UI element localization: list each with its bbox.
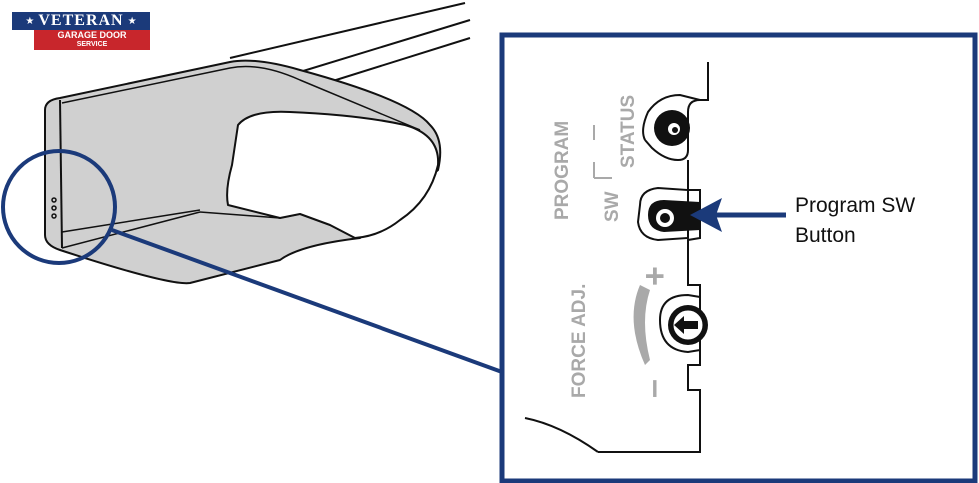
force-adjust-dial[interactable] — [658, 293, 708, 354]
label-guides — [593, 125, 612, 179]
arrow-left-icon — [690, 198, 722, 232]
zoom-indicator — [1, 149, 503, 374]
sw-label: SW — [602, 191, 623, 222]
opener-side-dots — [51, 197, 57, 219]
minus-label: – — [634, 379, 672, 398]
zoom-circle — [1, 149, 117, 265]
program-label: PROGRAM — [552, 121, 573, 220]
force-adj-label: FORCE ADJ. — [569, 284, 590, 398]
callout-label-line1: Program SW — [795, 194, 915, 217]
zoom-connector-line — [111, 228, 503, 374]
status-led — [654, 110, 690, 146]
logo-subtitle-bar: GARAGE DOOR SERVICE — [34, 30, 150, 50]
status-label: STATUS — [618, 95, 639, 168]
logo-brand-text: VETERAN — [38, 12, 124, 29]
callout-arrow — [690, 198, 786, 232]
panel-outline — [524, 62, 709, 453]
star-icon: ★ — [127, 15, 137, 27]
callout-label-line2: Button — [795, 224, 856, 247]
detail-panel: PROGRAM STATUS SW FORCE ADJ. + – Program… — [499, 32, 978, 483]
logo-line2: SERVICE — [76, 41, 108, 48]
logo-line1: GARAGE DOOR — [57, 30, 127, 40]
veteran-logo: ★ VETERAN ★ GARAGE DOOR SERVICE — [12, 12, 150, 50]
program-sw-button[interactable] — [636, 186, 700, 242]
logo-brand-bar: ★ VETERAN ★ — [12, 12, 150, 30]
rail-lines — [229, 2, 471, 86]
detail-frame — [499, 32, 978, 483]
arrow-left-icon — [674, 316, 698, 334]
star-icon: ★ — [25, 15, 35, 27]
plus-label: + — [636, 266, 674, 286]
opener-unit — [44, 59, 442, 285]
force-arc-indicator — [633, 285, 650, 365]
